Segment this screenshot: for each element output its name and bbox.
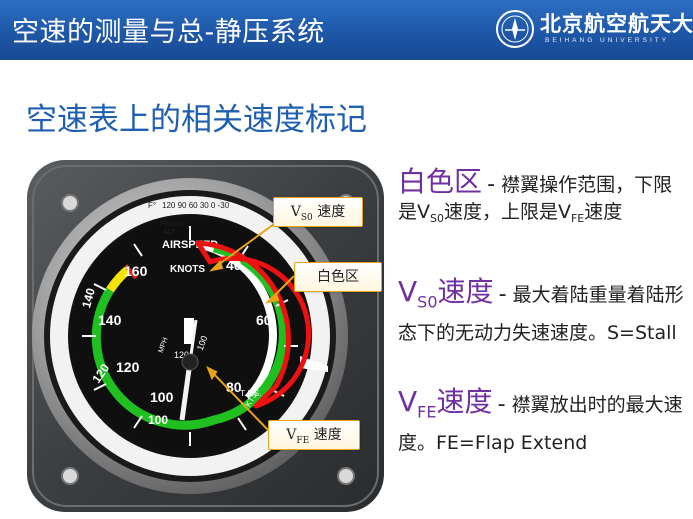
white-zone-description: 白色区 - 襟翼操作范围，下限是VS0速度，上限是VFE速度 xyxy=(398,165,688,232)
header-bar: 空速的测量与总-静压系统 北京航空航天大学 BEIHANG UNIVERSITY xyxy=(0,0,693,60)
vs0-term-sub: S0 xyxy=(417,292,438,312)
vs0-term-v: V xyxy=(398,275,418,308)
mph-tick-label: 100 xyxy=(148,413,168,427)
slide-subtitle: 空速表上的相关速度标记 xyxy=(26,102,367,138)
callout-vfe: VFE 速度 xyxy=(268,420,360,450)
vfe-dash: - xyxy=(497,392,506,417)
callout-vs0-suffix: 速度 xyxy=(312,204,346,220)
white-zone-term: 白色区 xyxy=(398,165,483,198)
vs0-term: VS0速度 xyxy=(398,275,494,312)
label-alt: ALT xyxy=(163,229,176,236)
vfe-term-suffix: 速度 xyxy=(436,385,493,418)
knots-tick-label: 160 xyxy=(124,263,148,279)
white-zone-text-c: 速度 xyxy=(584,201,623,223)
label-press: PRESS xyxy=(160,221,184,228)
label-mph: MPH xyxy=(158,337,170,354)
vs0-text: 最大着陆重量着陆形态下的无动力失速速度。S=Stall xyxy=(398,284,684,344)
tas-window xyxy=(184,318,194,344)
header-title: 空速的测量与总-静压系统 xyxy=(12,17,325,48)
red-line xyxy=(124,264,138,280)
inner-tick-label: 100 xyxy=(195,334,210,352)
label-tas: T.A.S. xyxy=(240,389,261,398)
callout-white-zone: 白色区 xyxy=(294,262,382,292)
vs0-description: VS0速度 - 最大着陆重量着陆形态下的无动力失速速度。S=Stall xyxy=(398,275,688,347)
white-zone-text-a: 襟翼操作范围，下限是V xyxy=(398,174,673,223)
screw-icon xyxy=(61,194,79,212)
label-knots: KNOTS xyxy=(170,264,205,275)
callout-vfe-v: V xyxy=(286,427,297,443)
white-zone-sub1: S0 xyxy=(430,212,444,226)
vfe-term: VFE速度 xyxy=(398,385,493,422)
inner-tick-label: 120 xyxy=(174,350,189,360)
callout-vfe-suffix: 速度 xyxy=(309,427,342,443)
knots-tick-label: 60 xyxy=(256,312,272,328)
vfe-description: VFE速度 - 襟翼放出时的最大速度。FE=Flap Extend xyxy=(398,385,688,457)
mph-tick-label: 140 xyxy=(79,286,98,309)
callout-vfe-sub: FE xyxy=(296,435,310,446)
knots-tick-label: 40 xyxy=(226,257,242,273)
callout-arrow xyxy=(213,223,275,269)
white-zone-text-b: 速度，上限是V xyxy=(443,201,571,223)
white-zone-highlight xyxy=(195,240,312,409)
university-name-en: BEIHANG UNIVERSITY xyxy=(545,37,670,44)
vs0-term-suffix: 速度 xyxy=(437,275,494,308)
adjustment-knob xyxy=(300,356,328,372)
needle-hub xyxy=(181,353,199,371)
university-seal-icon xyxy=(496,10,534,48)
knots-tick-label: 140 xyxy=(98,312,122,328)
green-arc xyxy=(91,243,288,430)
knots-tick-label: 120 xyxy=(116,359,140,375)
vfe-term-v: V xyxy=(398,385,418,418)
callout-vs0-v: V xyxy=(290,204,301,220)
temp-scale: 120 90 60 30 0 -30 xyxy=(162,201,230,210)
knots-tick-label: 100 xyxy=(150,389,174,405)
callout-vs0: VS0 速度 xyxy=(273,197,363,227)
callout-arrow xyxy=(209,369,269,431)
screw-icon xyxy=(337,467,355,485)
callout-vs0-sub: S0 xyxy=(300,212,313,223)
label-temp-f: F° xyxy=(148,201,156,210)
airspeed-needle xyxy=(179,361,193,421)
vfe-text: 襟翼放出时的最大速度。FE=Flap Extend xyxy=(398,394,683,454)
university-name: 北京航空航天大学 xyxy=(540,11,693,36)
white-zone-sub2: FE xyxy=(570,212,585,226)
vfe-term-sub: FE xyxy=(417,402,437,422)
screw-icon xyxy=(61,467,79,485)
vs0-dash: - xyxy=(498,282,507,307)
white-zone-dash: - xyxy=(487,172,496,197)
